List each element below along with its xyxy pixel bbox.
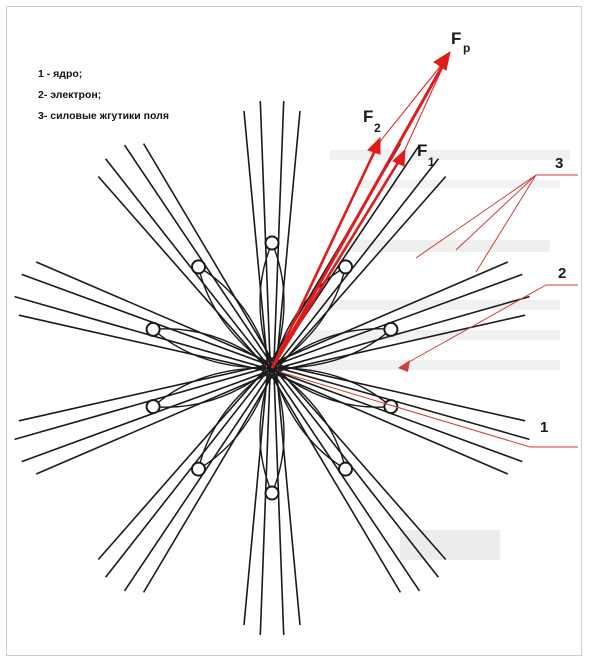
field-strand: [14, 295, 272, 371]
field-strand: [21, 273, 273, 368]
field-strand: [123, 144, 275, 368]
field-strand: [272, 295, 530, 371]
f1-subscript: 1: [428, 155, 435, 169]
field-strands: [14, 100, 530, 636]
field-strand: [14, 365, 272, 441]
field-strand: [270, 261, 509, 365]
f1-label: F: [417, 141, 427, 160]
callout-1-label: 1: [540, 419, 548, 436]
field-strand: [259, 100, 272, 369]
field-petal-loop: [259, 367, 285, 495]
field-strand: [123, 368, 275, 592]
parallelogram-side-a: [377, 57, 448, 145]
f2-arrowhead: [367, 136, 381, 155]
fp-subscript: p: [463, 41, 470, 55]
legend-item-field-strands: 3- силовые жгутики поля: [38, 110, 169, 122]
f2-label: F: [363, 107, 373, 126]
field-strand: [275, 110, 301, 369]
fp-arrowhead: [433, 50, 451, 71]
callout-3-line-b: [455, 174, 537, 251]
field-strand: [272, 365, 530, 441]
legend: 1 - ядро; 2- электрон; 3- силовые жгутик…: [38, 64, 169, 127]
f2-subscript: 2: [374, 121, 381, 135]
f1-vector: [270, 155, 404, 369]
field-strand: [274, 175, 447, 372]
callout-3-line-c: [475, 174, 537, 273]
electron-circle: [191, 259, 206, 275]
electron-circle: [191, 461, 206, 477]
f2-vector: [270, 143, 380, 369]
field-strand: [259, 367, 272, 636]
field-strand: [275, 367, 301, 626]
callout-lines: [279, 174, 578, 448]
electron-circle: [338, 259, 353, 275]
field-strand: [243, 367, 269, 626]
parallelogram-side-b: [401, 57, 448, 157]
field-strand: [18, 363, 271, 422]
electron-circle: [145, 399, 161, 415]
field-strand: [273, 100, 285, 369]
electron-circle: [383, 399, 399, 415]
field-strand: [269, 368, 421, 592]
field-strand: [35, 261, 274, 365]
callout-2-arrowhead: [398, 360, 410, 372]
field-strand: [142, 143, 277, 366]
field-strand: [270, 371, 509, 475]
electron-circle: [145, 321, 161, 337]
field-strand: [271, 273, 523, 368]
f1-arrowhead: [392, 148, 406, 167]
field-strand: [35, 371, 274, 475]
field-strand: [97, 364, 270, 561]
force-vectors: [270, 50, 451, 369]
callout-2-line: [399, 284, 578, 368]
field-strand: [272, 366, 440, 578]
field-strand: [267, 370, 402, 593]
background-bleedthrough: [300, 150, 570, 560]
callout-1-line: [279, 371, 578, 448]
field-strand: [18, 314, 271, 373]
legend-item-electron: 2- электрон;: [38, 89, 102, 101]
legend-item-nucleus: 1 - ядро;: [38, 68, 83, 80]
field-strand: [273, 363, 526, 422]
field-strand: [274, 364, 447, 561]
field-strand: [142, 370, 277, 593]
field-strand: [104, 158, 272, 370]
electron-circle: [338, 461, 353, 477]
field-strand: [273, 314, 526, 373]
field-strand: [97, 175, 270, 372]
field-strand: [104, 366, 272, 578]
field-strand: [271, 368, 523, 463]
callout-3-label: 3: [555, 155, 563, 172]
electron-circle: [264, 485, 280, 501]
electron-circle: [383, 321, 399, 337]
fp-label: F: [451, 29, 461, 48]
field-strand: [272, 158, 440, 370]
field-strand: [21, 368, 273, 463]
field-strand: [273, 367, 285, 636]
callout-2-label: 2: [558, 265, 566, 282]
fp-vector: [270, 57, 449, 369]
field-strand: [243, 110, 269, 369]
electron-circle: [264, 235, 280, 251]
electrons: [145, 235, 399, 501]
